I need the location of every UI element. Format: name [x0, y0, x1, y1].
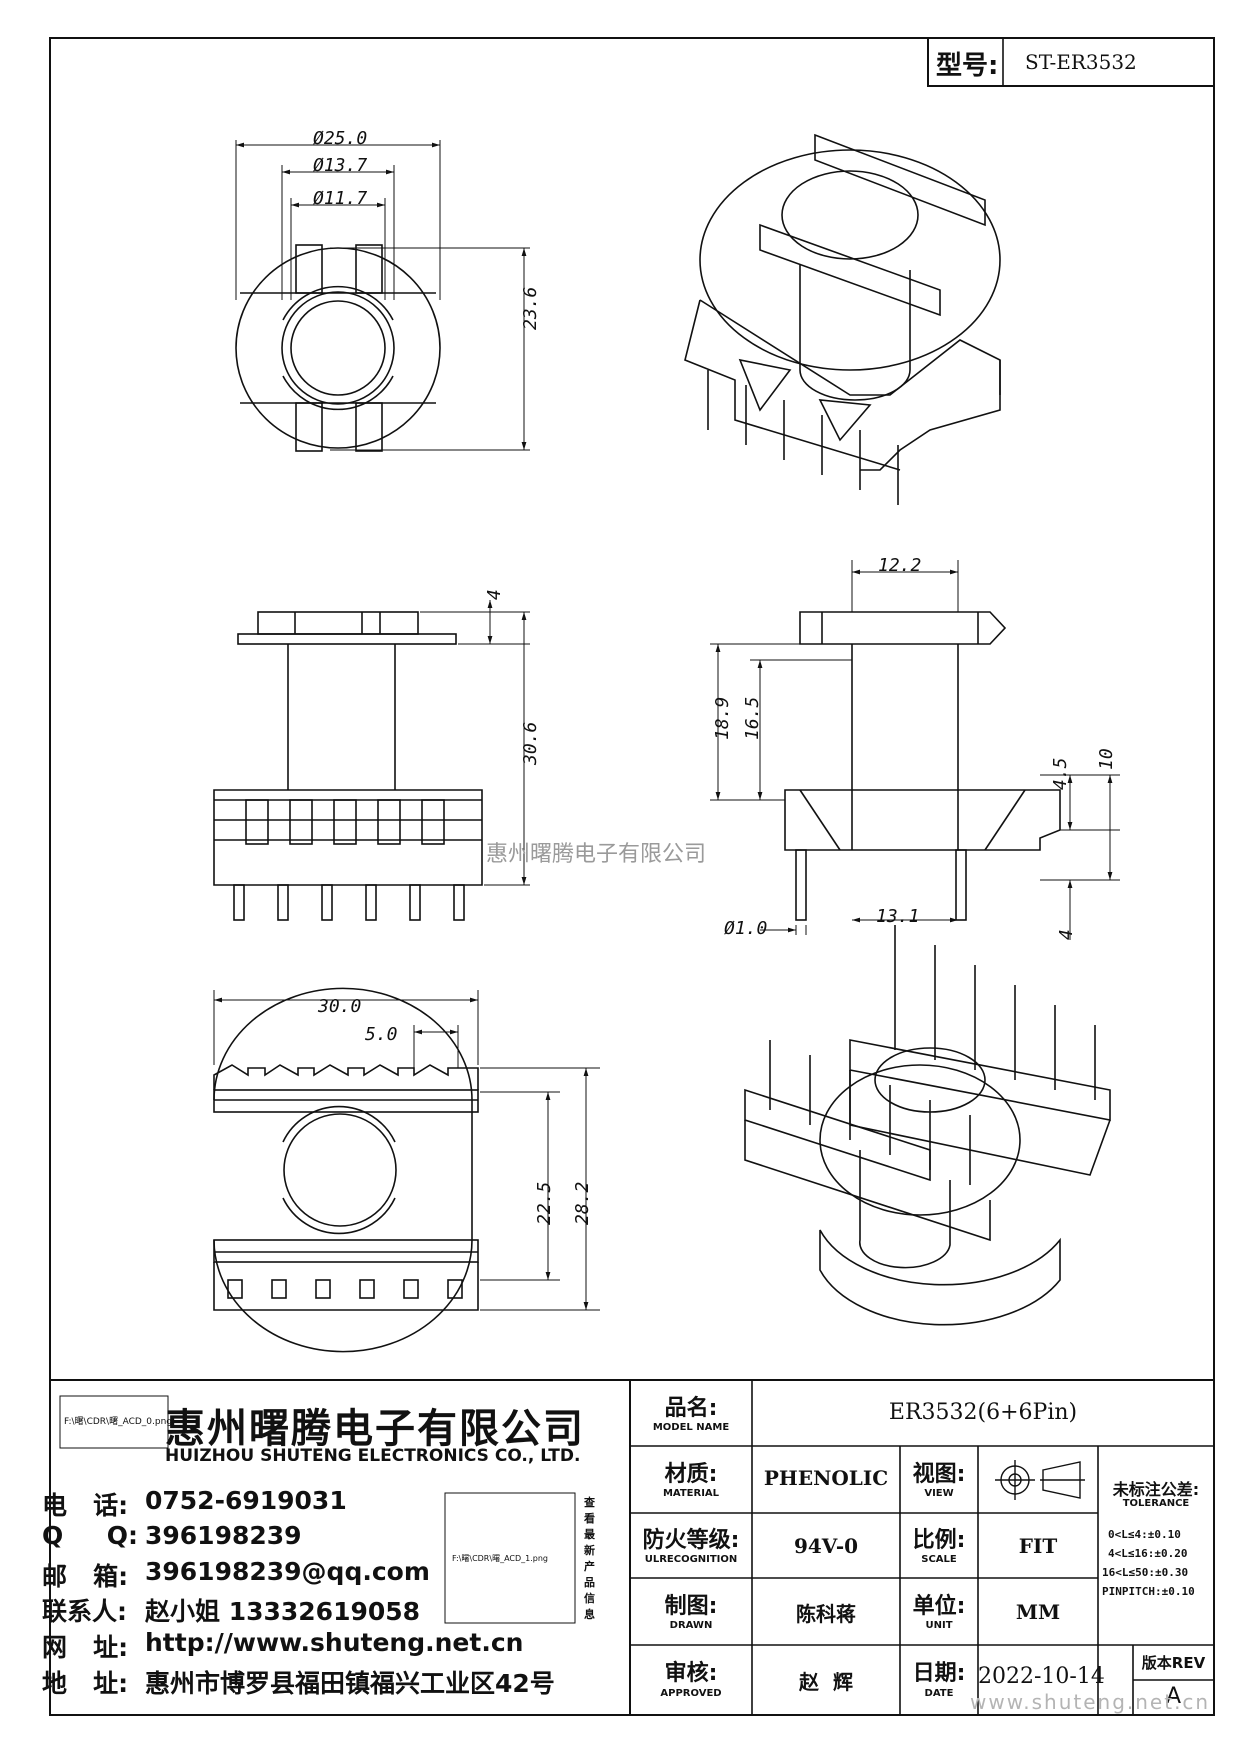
revision-value: A: [1165, 1684, 1182, 1709]
ul-recognition-label: 防火等级:: [642, 1528, 740, 1553]
contact-address-value: 惠州市博罗县福田镇福兴工业区42号: [145, 1669, 555, 1698]
dim-height-10: 10: [1096, 748, 1117, 770]
dim-height-22-5: 22.5: [534, 1181, 555, 1225]
dim-pin-length-4: 4: [1056, 929, 1077, 940]
drawn-label: 制图:: [664, 1594, 718, 1619]
dim-diameter-13-7: Ø13.7: [313, 155, 368, 176]
dim-width-30: 30.0: [318, 996, 362, 1017]
sheet-border: [49, 37, 1215, 1716]
dim-height-18-9: 18.9: [712, 696, 733, 740]
approved-label-en: APPROVED: [660, 1688, 722, 1699]
approved-value: 赵 辉: [799, 1670, 853, 1694]
drawn-value: 陈科蒋: [796, 1602, 856, 1626]
ul-recognition-value: 94V-0: [793, 1534, 859, 1558]
contact-phone-value: 0752-6919031: [145, 1486, 347, 1515]
qr-side-text: 查看最新产品信息: [584, 1496, 595, 1621]
approved-label: 审核:: [664, 1661, 718, 1686]
ul-recognition-label-en: ULRECOGNITION: [644, 1554, 738, 1565]
company-name-cn: 惠州曙腾电子有限公司: [165, 1406, 585, 1452]
isometric-view-bottom: [744, 925, 1111, 1326]
tolerance-line-3: 16<L≤50:±0.30: [1102, 1566, 1189, 1579]
unit-label-en: UNIT: [925, 1620, 953, 1631]
contact-qq-value: 396198239: [145, 1521, 302, 1550]
front-round-view: [235, 140, 530, 452]
scale-value: FIT: [1018, 1534, 1058, 1558]
tolerance-line-2: 4<L≤16:±0.20: [1108, 1547, 1188, 1560]
dim-height-30-6: 30.6: [520, 721, 541, 765]
material-label: 材质:: [664, 1462, 718, 1487]
contact-email-label: 邮 箱:: [42, 1562, 129, 1591]
contact-qq-label: Q Q:: [42, 1521, 139, 1550]
dim-height-28-2: 28.2: [572, 1181, 593, 1225]
contact-website-value[interactable]: http://www.shuteng.net.cn: [145, 1628, 524, 1657]
qr-code: F:\曙\CDR\曙_ACD_1.png: [452, 1554, 549, 1563]
footer-url[interactable]: www.shuteng.net.cn: [970, 1690, 1211, 1714]
model-box-label: 型号:: [936, 51, 999, 81]
dim-width-12-2: 12.2: [878, 555, 922, 576]
scale-label: 比例:: [912, 1528, 966, 1553]
contact-person-value: 赵小姐 13332619058: [145, 1597, 421, 1626]
date-value: 2022-10-14: [978, 1664, 1105, 1689]
tolerance-line-1: 0<L≤4:±0.10: [1108, 1528, 1181, 1541]
isometric-view-top: [684, 133, 1001, 505]
model-name-value: ER3532(6+6Pin): [888, 1400, 1078, 1425]
view-label-en: VIEW: [924, 1488, 954, 1499]
company-logo: F:\曙\CDR\曙_ACD_0.png: [64, 1417, 173, 1427]
dim-height-23-6: 23.6: [520, 286, 541, 330]
revision-label: 版本REV: [1141, 1654, 1206, 1672]
unit-value: MM: [1015, 1600, 1061, 1624]
tolerance-label-en: TOLERANCE: [1122, 1498, 1190, 1509]
view-label: 视图:: [912, 1462, 966, 1487]
side-view-right: [710, 560, 1120, 940]
material-value: PHENOLIC: [763, 1466, 889, 1490]
dim-thickness-4: 4: [484, 589, 505, 600]
dim-pin-diameter-1: Ø1.0: [724, 918, 768, 939]
projection-symbol-icon: [995, 1460, 1085, 1500]
watermark: 惠州曙腾电子有限公司: [486, 842, 707, 867]
tolerance-line-4: PINPITCH:±0.10: [1102, 1585, 1195, 1598]
bottom-view: [213, 987, 600, 1353]
model-name-label: 品名:: [664, 1396, 718, 1421]
date-label-en: DATE: [924, 1688, 954, 1699]
model-name-label-en: MODEL NAME: [652, 1422, 730, 1433]
contact-phone-label: 电 话:: [42, 1491, 129, 1520]
unit-label: 单位:: [912, 1594, 966, 1619]
dim-height-4-5: 4.5: [1050, 757, 1071, 790]
dim-diameter-25: Ø25.0: [313, 128, 368, 149]
drawn-label-en: DRAWN: [669, 1620, 713, 1631]
dim-width-13-1: 13.1: [876, 906, 920, 927]
tolerance-label: 未标注公差:: [1112, 1480, 1200, 1499]
contact-address-label: 地 址:: [42, 1669, 129, 1698]
scale-label-en: SCALE: [921, 1554, 957, 1565]
contact-person-label: 联系人:: [42, 1597, 127, 1626]
company-name-en: HUIZHOU SHUTENG ELECTRONICS CO., LTD.: [165, 1446, 581, 1466]
contact-email-value[interactable]: 396198239@qq.com: [145, 1557, 430, 1586]
model-box-value: ST-ER3532: [1025, 50, 1137, 74]
material-label-en: MATERIAL: [662, 1488, 720, 1499]
dim-height-16-5: 16.5: [742, 696, 763, 740]
model-box: [927, 37, 1215, 87]
dim-pitch-5: 5.0: [365, 1024, 398, 1045]
dim-diameter-11-7: Ø11.7: [313, 188, 368, 209]
date-label: 日期:: [912, 1661, 966, 1686]
title-block-grid: [50, 1379, 1214, 1715]
contact-website-label: 网 址:: [42, 1633, 129, 1662]
side-view-left: [213, 600, 530, 921]
